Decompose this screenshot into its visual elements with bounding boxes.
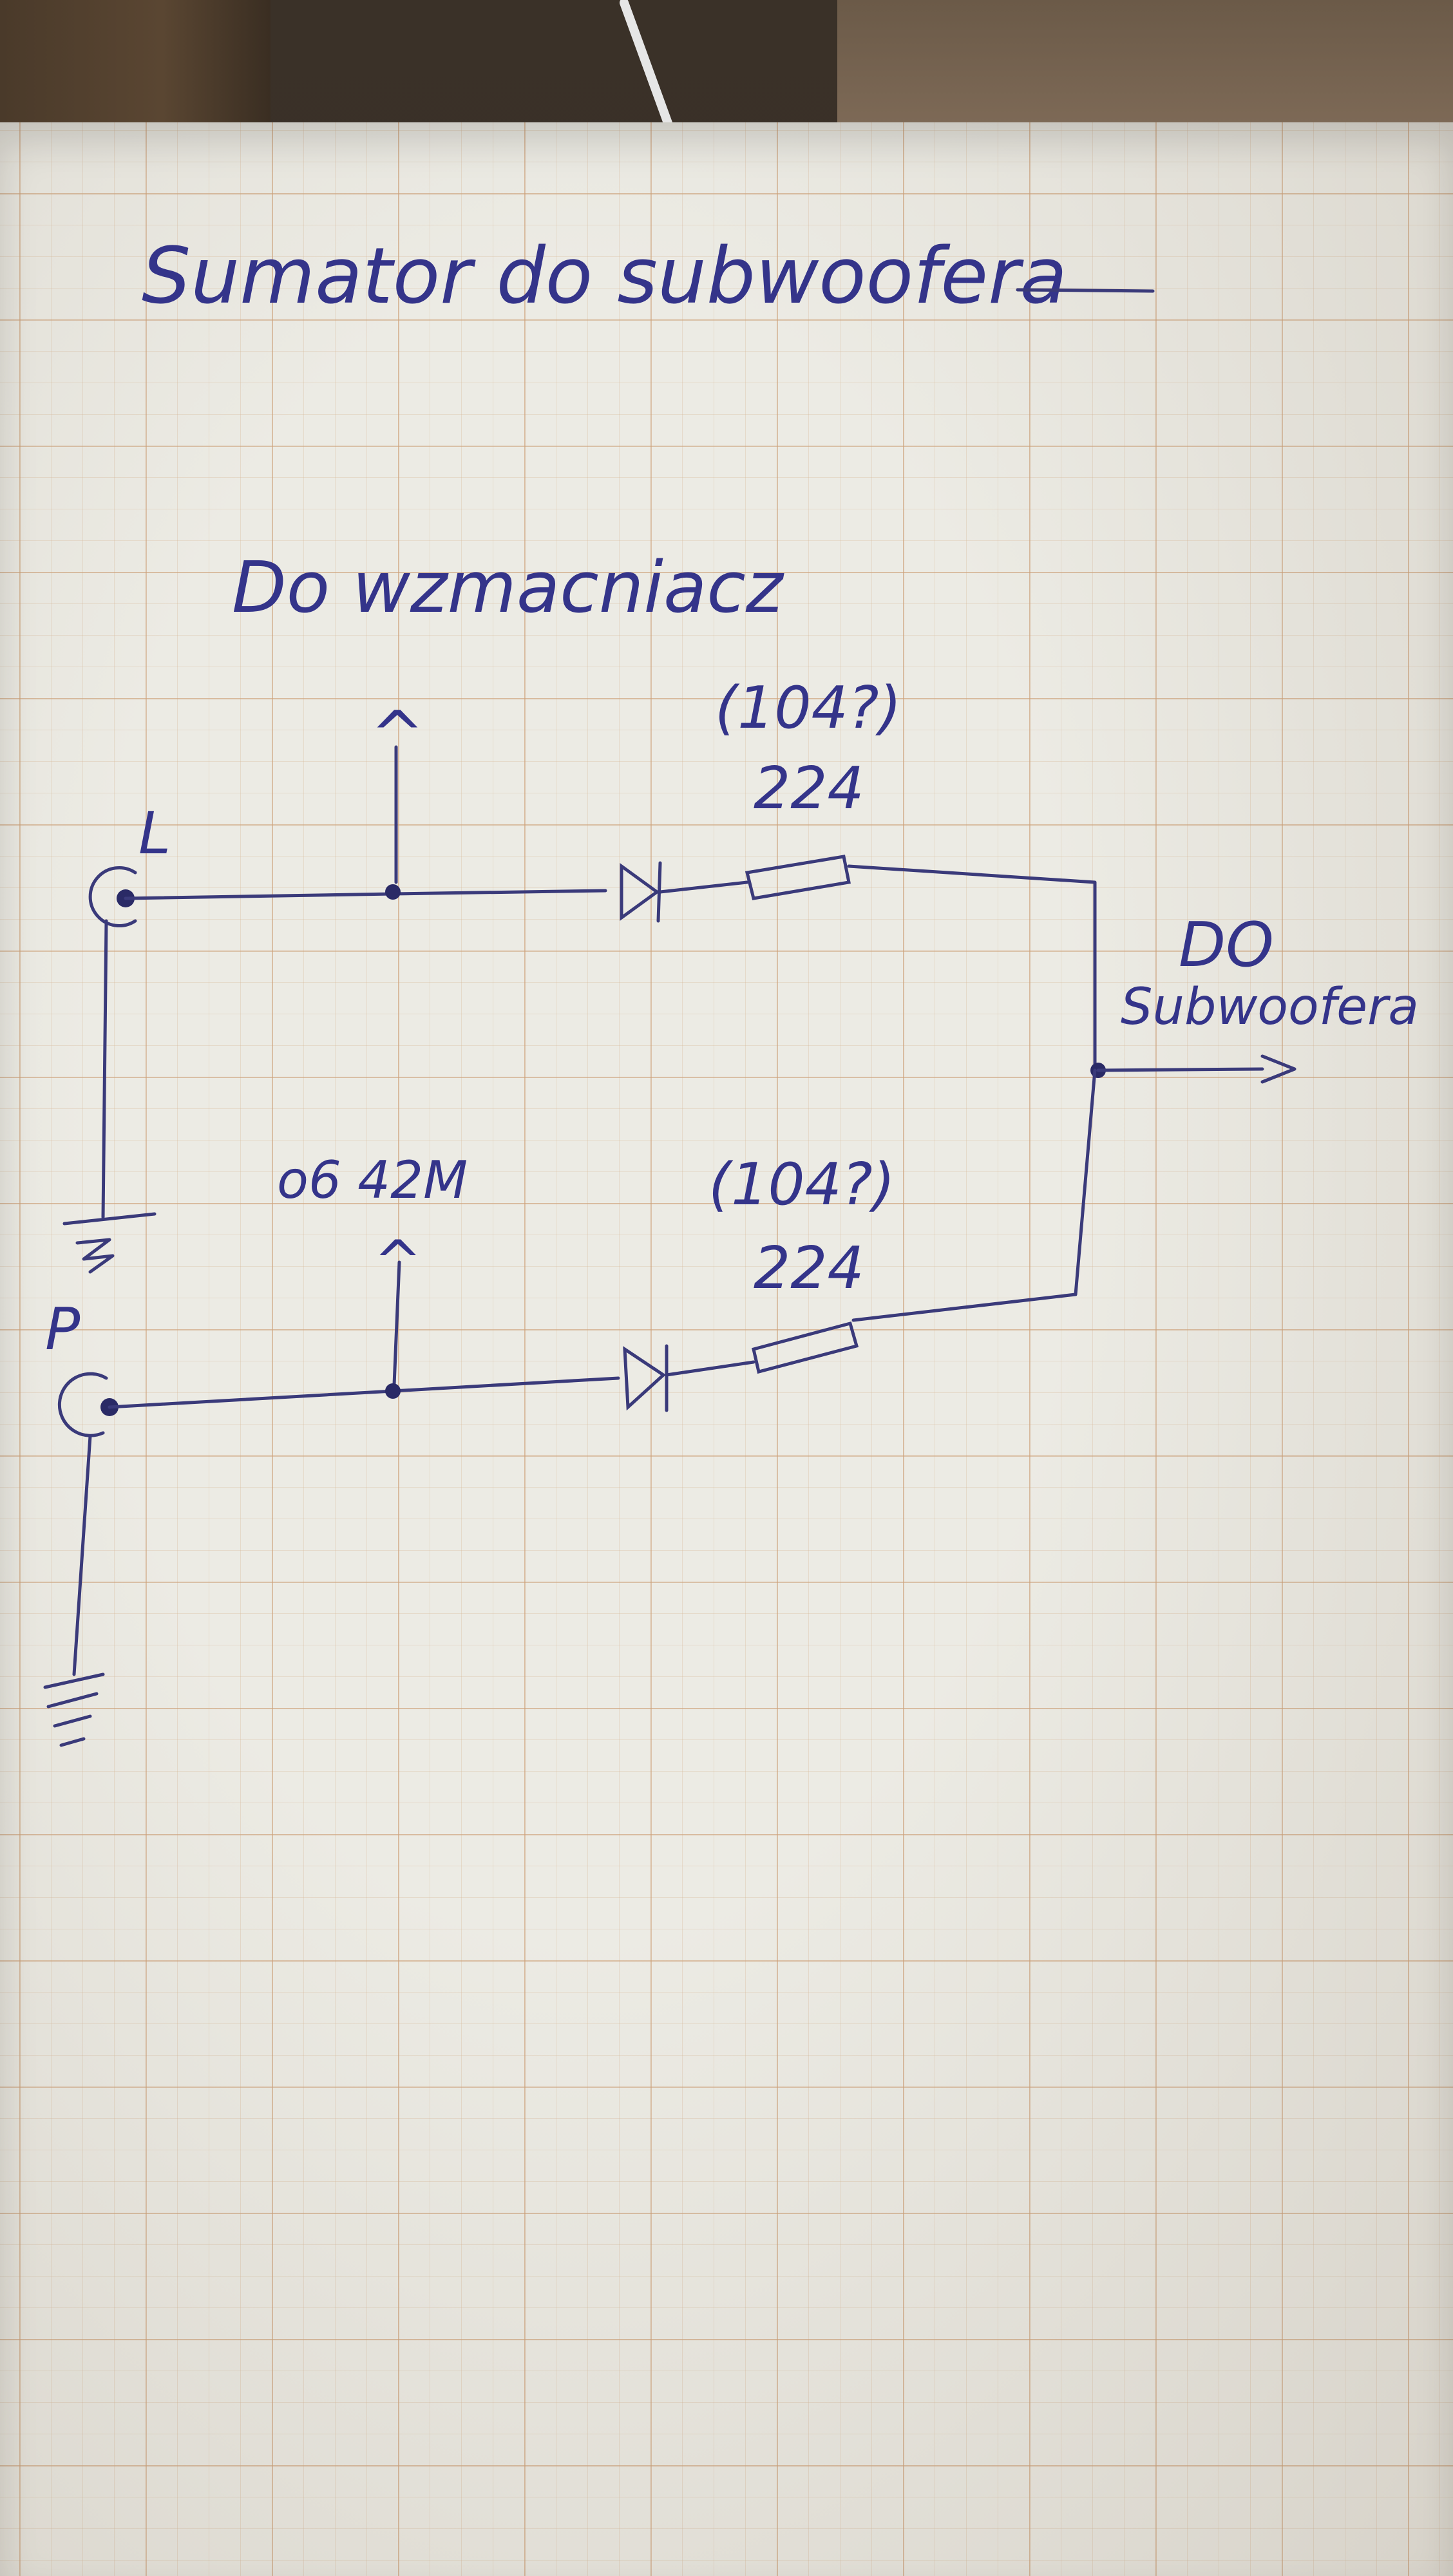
resistor-bottom-value: 224 <box>754 1235 864 1302</box>
resistor-top-alt-value: (104?) <box>715 674 902 742</box>
output-wire <box>1096 1067 1264 1072</box>
bottom-diode-resistor-wire <box>665 1360 755 1377</box>
to-subwoofer-label-line2: Subwoofera <box>1121 978 1419 1036</box>
cable-note-label: o6 42M <box>277 1150 468 1210</box>
to-amplifier-label: Do wzmacniacz <box>232 546 784 629</box>
left-ground-wire <box>101 919 108 1219</box>
right-channel-label: P <box>45 1296 81 1363</box>
bottom-output-wire <box>851 1068 1097 1322</box>
desk-background-left <box>0 0 271 135</box>
bottom-signal-wire <box>108 1376 620 1409</box>
top-output-wire <box>847 864 1097 1071</box>
output-arrow-icon <box>1260 1054 1296 1084</box>
diagram-title: Sumator do subwoofera <box>142 232 1067 321</box>
resistor-top-value: 224 <box>754 755 864 822</box>
top-resistor <box>745 855 851 900</box>
top-diode <box>620 861 662 923</box>
to-subwoofer-label-line1: DO <box>1179 910 1274 981</box>
top-diode-resistor-wire <box>658 880 749 894</box>
left-ground-icon <box>62 1212 157 1274</box>
graph-paper-sheet <box>0 122 1453 2576</box>
bottom-diode <box>623 1344 669 1412</box>
bottom-arrow-stem <box>392 1260 401 1387</box>
bottom-junction-node <box>385 1383 401 1399</box>
top-signal-wire <box>124 889 607 900</box>
resistor-bottom-alt-value: (104?) <box>708 1151 895 1218</box>
right-ground-icon <box>43 1672 105 1747</box>
bottom-resistor <box>752 1321 859 1374</box>
title-underline-flourish <box>1016 288 1155 293</box>
right-ground-wire <box>72 1434 92 1676</box>
top-junction-node <box>385 884 401 900</box>
left-channel-label: L <box>138 800 171 867</box>
rca-jack-right <box>57 1372 119 1437</box>
